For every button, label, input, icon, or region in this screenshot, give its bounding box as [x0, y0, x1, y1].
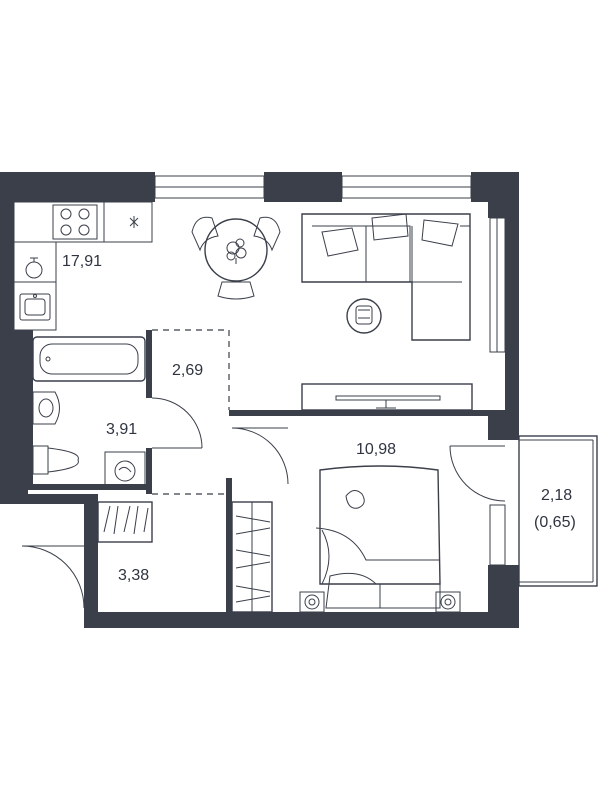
bathroom-fixtures [32, 336, 146, 487]
balcony-area-reduced: (0,65) [534, 514, 576, 531]
sofa [301, 213, 471, 341]
stove-icon [52, 204, 98, 240]
kitchen [13, 201, 153, 331]
exterior-walls [0, 172, 519, 628]
doors [21, 397, 506, 609]
area-labels: 17,91 2,69 3,91 3,38 10,98 2,18 (0,65) [62, 253, 576, 584]
kitchen-living-area: 17,91 [62, 253, 102, 270]
extractor-icon [129, 216, 139, 228]
entrance-area: 3,38 [118, 567, 149, 584]
balcony-area: 2,18 [541, 487, 572, 504]
bedroom-area: 10,98 [356, 441, 396, 458]
balcony [518, 435, 598, 587]
dining-table [191, 216, 281, 300]
windows [154, 175, 506, 566]
interior-walls [28, 330, 505, 612]
entrance-wardrobe [97, 501, 153, 543]
bathroom-area: 3,91 [106, 421, 137, 438]
bedroom-wardrobe [231, 501, 273, 613]
tv-unit [301, 383, 473, 411]
hallway-area: 2,69 [172, 362, 203, 379]
bedside-lamps [299, 591, 461, 613]
bed [315, 465, 441, 609]
kitchen-sink-icon [19, 293, 51, 321]
dashed-borders [152, 329, 230, 495]
boiler-icon [25, 257, 43, 279]
coffee-table [346, 298, 382, 334]
